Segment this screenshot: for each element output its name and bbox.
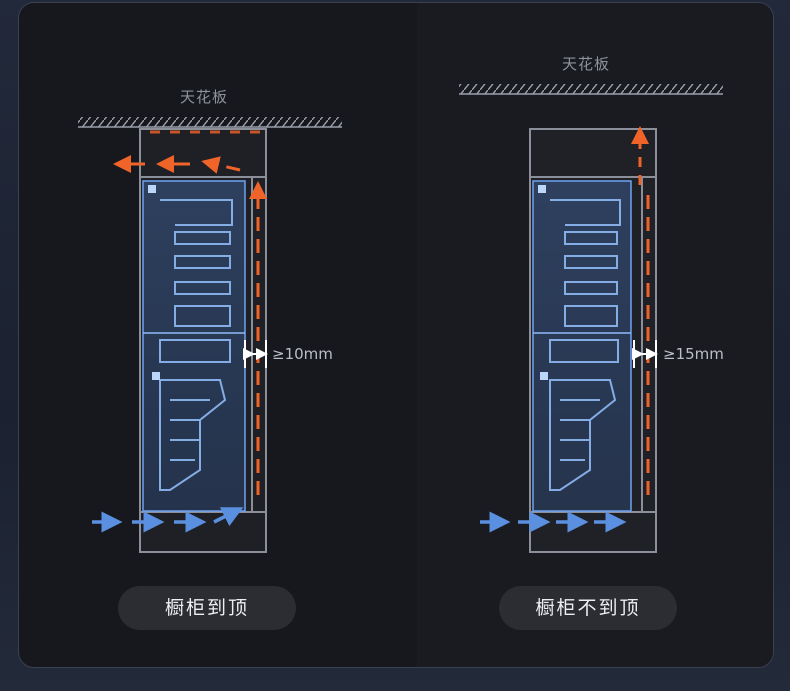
ceiling-hatch <box>459 84 723 94</box>
ceiling-label-right: 天花板 <box>562 55 611 73</box>
fridge-illustration <box>532 180 632 512</box>
hot-airflow-arrows <box>631 126 650 495</box>
right-diagram <box>459 84 723 553</box>
double-arrow-gap-icon <box>632 340 658 368</box>
ceiling-label-left: 天花板 <box>180 88 229 106</box>
double-arrow-gap-icon <box>243 340 268 368</box>
cool-airflow-arrows <box>92 507 244 533</box>
ceiling-hatch <box>78 117 342 127</box>
caption-cabinet-to-ceiling: 橱柜到顶 <box>118 586 296 630</box>
caption-cabinet-not-to-ceiling: 橱柜不到顶 <box>499 586 677 630</box>
gap-label-right: ≥15mm <box>663 345 724 363</box>
gap-label-left: ≥10mm <box>272 345 333 363</box>
hot-airflow-arrows <box>113 130 267 495</box>
fridge-illustration <box>142 180 246 512</box>
left-diagram <box>78 117 342 553</box>
